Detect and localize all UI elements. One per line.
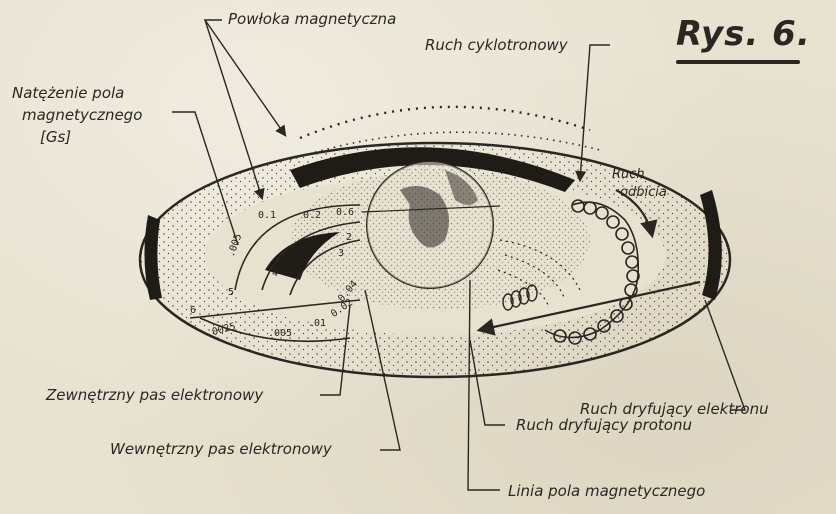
- upper-dotted-arc: [300, 107, 590, 138]
- scale-tick: .01: [308, 318, 326, 329]
- label-field-strength-2: magnetycznego: [22, 106, 142, 124]
- label-field-line: Linia pola magnetycznego: [508, 482, 705, 500]
- scale-tick: .005: [268, 328, 292, 339]
- scale-tick: 0.1: [258, 210, 276, 221]
- scale-tick: 6: [190, 305, 196, 316]
- label-inner-belt: Wewnętrzny pas elektronowy: [110, 440, 332, 458]
- label-proton-drift: Ruch dryfujący protonu: [516, 416, 692, 434]
- label-cyclotron-motion: Ruch cyklotronowy: [425, 36, 568, 54]
- label-field-strength-1: Natężenie pola: [12, 84, 124, 102]
- scale-tick: 0.2: [303, 210, 321, 221]
- scale-tick: 2: [346, 232, 352, 243]
- scale-tick: 3: [338, 248, 344, 259]
- label-field-strength-3: [Gs]: [40, 128, 71, 146]
- label-reflection-1: Ruch: [612, 166, 645, 184]
- scale-tick: 0.6: [336, 207, 354, 218]
- label-outer-belt: Zewnętrzny pas elektronowy: [46, 386, 263, 404]
- scale-tick: 4: [272, 268, 278, 279]
- label-magnetic-shell: Powłoka magnetyczna: [228, 10, 396, 28]
- scale-tick: 5: [228, 287, 234, 298]
- label-reflection-2: odbicia: [620, 184, 667, 202]
- figure-title-underline: [676, 60, 800, 64]
- figure-title: Rys. 6.: [676, 14, 811, 54]
